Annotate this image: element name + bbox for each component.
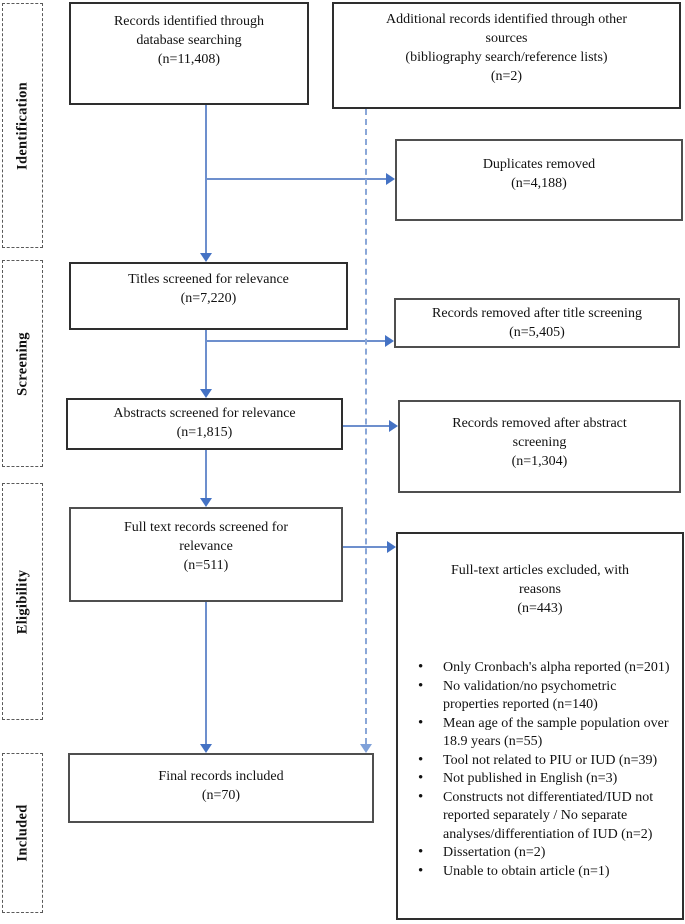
arrowhead-to-abstract-removed — [389, 420, 398, 432]
line-to-title-removed — [206, 340, 385, 342]
box-duplicates-removed: Duplicates removed (n=4,188) — [395, 139, 683, 221]
exclusion-reason: Mean age of the sample population over 1… — [418, 714, 672, 752]
exclusion-reason: Tool not related to PIU or IUD (n=39) — [418, 751, 672, 771]
stage-identification-label: Identification — [14, 81, 30, 170]
box-removed-abstract-screening: Records removed after abstract screening… — [398, 400, 681, 493]
exclusion-reason: Dissertation (n=2) — [418, 843, 672, 863]
box-removed-title-screening: Records removed after title screening (n… — [394, 298, 680, 348]
stage-included-label: Included — [14, 804, 30, 862]
exclusion-reason: Not published in English (n=3) — [418, 769, 672, 789]
stage-included: Included — [2, 753, 43, 913]
arrowhead-to-excluded — [387, 541, 396, 553]
stage-identification: Identification — [2, 3, 43, 248]
line-titles-to-abstracts — [205, 330, 207, 390]
box-records-identified: Records identified through database sear… — [69, 2, 309, 105]
line-abstracts-to-fulltext — [205, 450, 207, 499]
line-to-duplicates — [206, 178, 386, 180]
arrowhead-to-duplicates — [386, 173, 395, 185]
dashed-line-additional-to-final — [365, 109, 367, 744]
box-abstracts-screened: Abstracts screened for relevance (n=1,81… — [66, 398, 343, 450]
stage-eligibility: Eligibility — [2, 483, 43, 720]
arrowhead-to-final — [200, 744, 212, 753]
box-fulltext-excluded: Full-text articles excluded, with reason… — [396, 532, 684, 920]
arrowhead-to-title-removed — [385, 335, 394, 347]
arrowhead-to-titles — [200, 253, 212, 262]
stage-eligibility-label: Eligibility — [14, 569, 30, 634]
exclusion-reasons-list: Only Cronbach's alpha reported (n=201) N… — [402, 658, 678, 882]
exclusion-reason: Only Cronbach's alpha reported (n=201) — [418, 658, 672, 678]
arrowhead-to-fulltext — [200, 498, 212, 507]
box-additional-records: Additional records identified through ot… — [332, 2, 681, 109]
stage-screening-label: Screening — [14, 331, 30, 396]
box-titles-screened: Titles screened for relevance (n=7,220) — [69, 262, 348, 330]
exclusion-reason: Constructs not differentiated/IUD not re… — [418, 788, 672, 845]
fulltext-excluded-header: Full-text articles excluded, with reason… — [450, 563, 630, 616]
box-fulltext-screened: Full text records screened for relevance… — [69, 507, 343, 602]
dashed-arrowhead-to-final — [360, 744, 372, 753]
exclusion-reason: Unable to obtain article (n=1) — [418, 862, 672, 882]
stage-screening: Screening — [2, 260, 43, 467]
line-fulltext-to-final — [205, 602, 207, 745]
line-to-excluded — [342, 546, 387, 548]
exclusion-reason: No validation/no psychometric properties… — [418, 677, 672, 715]
arrowhead-to-abstracts — [200, 389, 212, 398]
box-final-records-included: Final records included (n=70) — [68, 753, 374, 823]
